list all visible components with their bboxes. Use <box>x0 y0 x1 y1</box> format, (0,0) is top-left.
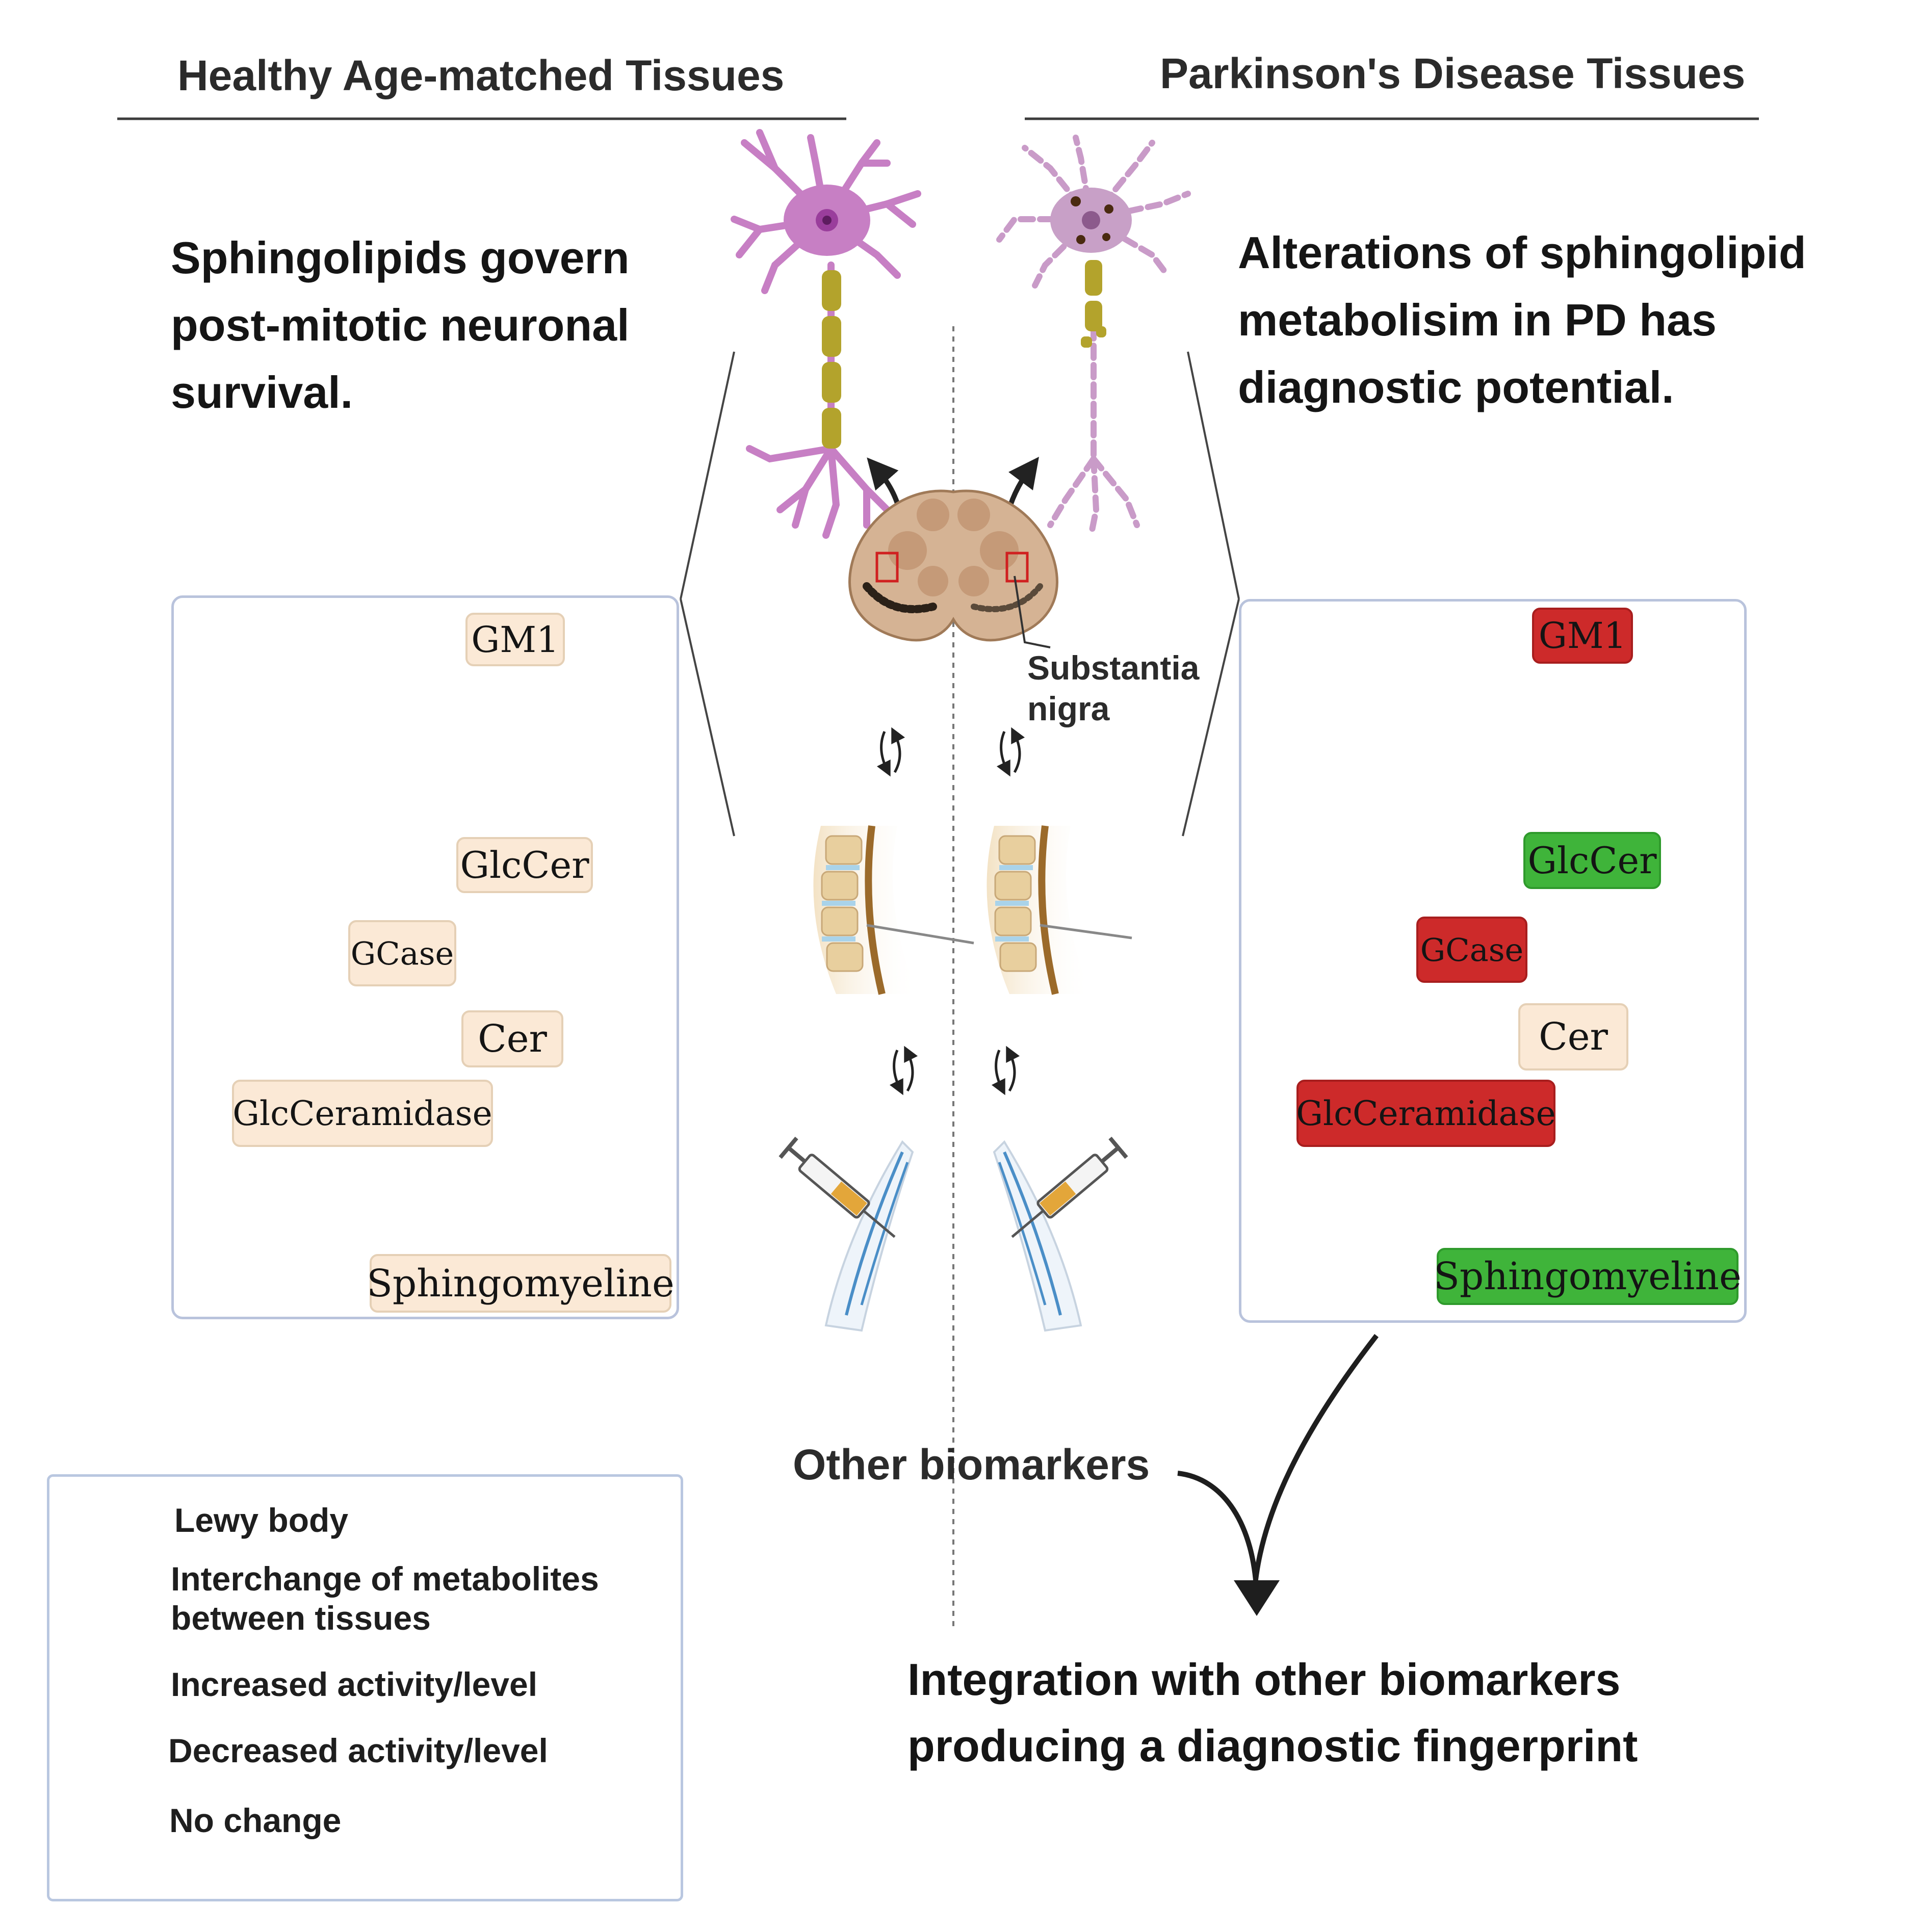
pd-cer: Cer <box>1518 1003 1628 1071</box>
zoom-lines <box>680 351 1240 837</box>
substantia-nigra-label: Substantia nigra <box>1027 649 1200 727</box>
arm-right <box>993 1136 1128 1332</box>
legend-interchange-line1: Interchange of metabolites <box>171 1560 599 1598</box>
substantia-nigra-pointer <box>1014 576 1051 648</box>
spine-left <box>813 825 974 995</box>
healthy-myelin <box>822 270 841 449</box>
pd-header: Parkinson's Disease Tissues <box>1160 49 1746 97</box>
legend-decreased: Decreased activity/level <box>168 1732 548 1769</box>
legend-lewy-body: Lewy body <box>174 1501 349 1539</box>
pd-lewy-bodies <box>1071 196 1113 244</box>
midbrain <box>848 489 1058 642</box>
other-biomarkers-label: Other biomarkers <box>793 1441 1150 1489</box>
healthy-cer: Cer <box>461 1010 563 1067</box>
pd-glccer: GlcCer <box>1523 832 1661 889</box>
legend-increased: Increased activity/level <box>171 1665 538 1703</box>
interchange-icon <box>996 727 1025 777</box>
interchange-icon <box>876 727 905 777</box>
interchange-icon <box>991 1046 1020 1095</box>
integration-statement: Integration with other biomarkers produc… <box>907 1654 1638 1771</box>
pd-glcceramidase: GlcCeramidase <box>1296 1080 1556 1147</box>
integration-arrow <box>1252 1334 1379 1596</box>
healthy-glccer: GlcCer <box>456 837 593 893</box>
pd-myelin <box>1081 260 1106 348</box>
healthy-glcceramidase: GlcCeramidase <box>232 1080 493 1147</box>
interchange-icon <box>889 1046 918 1095</box>
spine-right <box>987 825 1132 995</box>
pd-gm1: GM1 <box>1532 608 1633 664</box>
pd-gcase: GCase <box>1416 917 1527 983</box>
pd-sphingomyeline: Sphingomyeline <box>1434 1248 1742 1305</box>
healthy-gcase: GCase <box>348 920 456 986</box>
pd-statement: Alterations of sphingolipid metabolisim … <box>1238 227 1806 412</box>
arm-left <box>779 1136 914 1332</box>
healthy-header: Healthy Age-matched Tissues <box>177 51 785 99</box>
legend-no-change: No change <box>169 1802 342 1839</box>
legend-box <box>47 1474 683 1901</box>
legend-interchange-line2: between tissues <box>171 1599 431 1637</box>
healthy-sphingomyeline: Sphingomyeline <box>367 1254 674 1313</box>
healthy-gm1: GM1 <box>465 613 565 666</box>
healthy-statement: Sphingolipids govern post-mitotic neuron… <box>171 232 630 417</box>
